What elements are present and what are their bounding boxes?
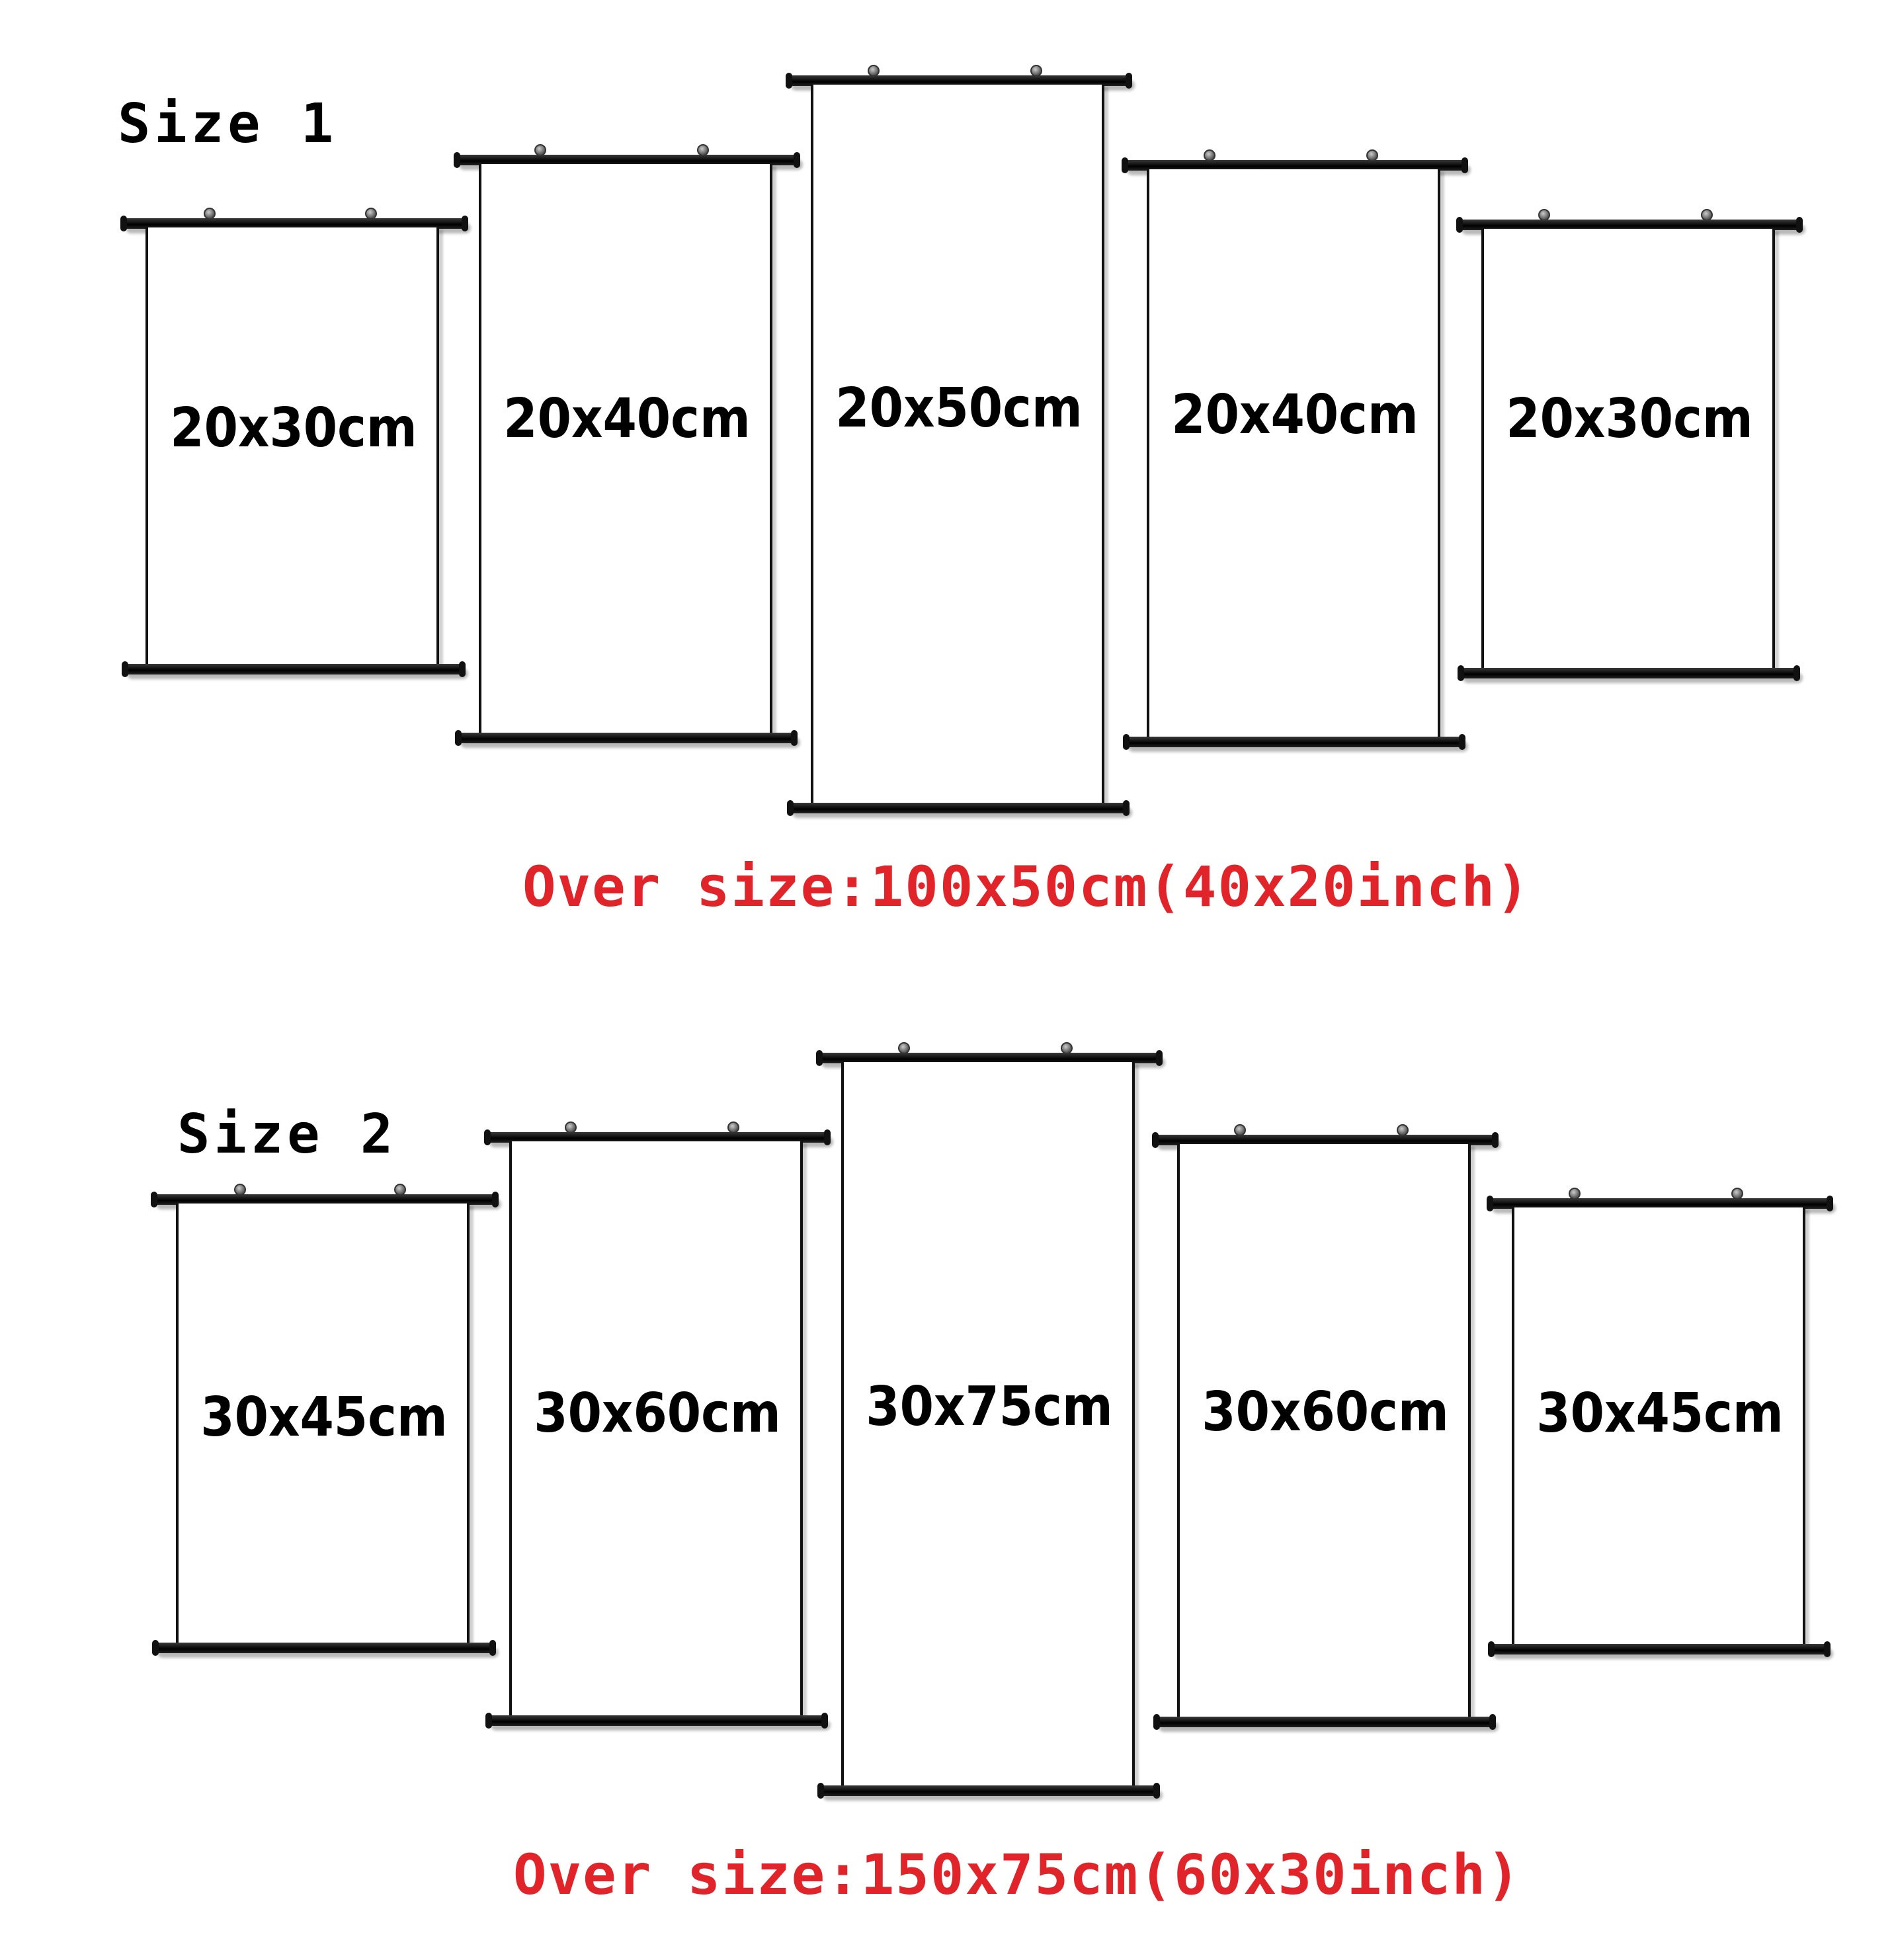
bottom-rod [1123,734,1465,750]
section-title: Size 1 [118,93,338,155]
hanger-hook [394,1184,406,1196]
top-rod [1152,1132,1499,1148]
hanger-hook [1030,65,1042,77]
canvas [1147,169,1440,737]
hanger-hook [1397,1124,1409,1136]
panel-size-label: 30x60cm [1202,1381,1449,1444]
scroll-panel-4: 20x40cm [1120,145,1469,756]
top-rod [1487,1196,1833,1211]
overall-size-caption: Over size:150x75cm(60x30inch) [513,1842,1522,1907]
hanger-hook [1569,1188,1581,1200]
bottom-rod [1153,1714,1496,1730]
panel-size-label: 30x45cm [200,1386,448,1449]
hanger-hook [1701,209,1713,221]
section-title: Size 2 [177,1103,397,1166]
hanger-hook [204,208,216,220]
scroll-panel-3: 20x50cm [784,62,1133,824]
top-rod [786,73,1132,89]
hanger-hook [365,208,377,220]
hanger-hook [697,144,709,156]
scroll-panel-2: 30x60cm [483,1118,832,1735]
hanger-hook [727,1122,739,1133]
scroll-panel-3: 30x75cm [815,1038,1164,1807]
canvas [479,164,772,733]
top-rod [484,1129,831,1145]
hanger-hook [1061,1042,1073,1054]
panel-size-label: 20x40cm [1171,384,1419,446]
scroll-panel-1: 30x45cm [149,1181,499,1662]
top-rod [1456,217,1803,233]
panel-size-label: 20x50cm [835,377,1083,440]
canvas [811,85,1104,803]
bottom-rod [817,1783,1160,1799]
canvas [1481,229,1775,668]
canvas [1512,1207,1805,1644]
overall-size-caption: Over size:100x50cm(40x20inch) [522,854,1531,919]
canvas [509,1141,803,1715]
canvas [176,1204,470,1643]
hanger-hook [868,65,880,77]
bottom-rod [122,661,466,677]
panel-size-label: 30x60cm [534,1382,781,1445]
hanger-hook [1538,209,1550,221]
bottom-rod [152,1640,496,1656]
canvas [1177,1144,1471,1717]
top-rod [151,1192,499,1207]
canvas [841,1062,1135,1785]
panel-size-label: 30x75cm [866,1375,1113,1438]
top-rod [1122,157,1468,173]
scroll-panel-1: 20x30cm [119,205,468,681]
top-rod [816,1050,1163,1066]
hanger-hook [898,1042,910,1054]
bottom-rod [1488,1641,1831,1657]
top-rod [454,152,800,168]
scroll-panel-5: 20x30cm [1455,205,1804,688]
panel-size-label: 20x30cm [170,397,417,460]
bottom-rod [1458,665,1800,681]
hanger-hook [1731,1188,1743,1200]
hanger-hook [534,144,546,156]
hanger-hook [1366,149,1378,161]
hanger-hook [1234,1124,1246,1136]
scroll-panel-5: 30x45cm [1485,1184,1834,1664]
panel-size-label: 20x30cm [1506,388,1753,450]
top-rod [120,216,468,231]
hanger-hook [565,1122,577,1133]
bottom-rod [787,800,1130,816]
canvas [145,227,439,664]
scroll-panel-2: 20x40cm [452,140,802,751]
panel-size-label: 20x40cm [503,388,751,450]
scroll-panel-4: 30x60cm [1151,1120,1500,1738]
bottom-rod [485,1713,828,1729]
bottom-rod [455,730,798,746]
hanger-hook [234,1184,246,1196]
panel-size-label: 30x45cm [1536,1382,1784,1445]
hanger-hook [1204,149,1215,161]
